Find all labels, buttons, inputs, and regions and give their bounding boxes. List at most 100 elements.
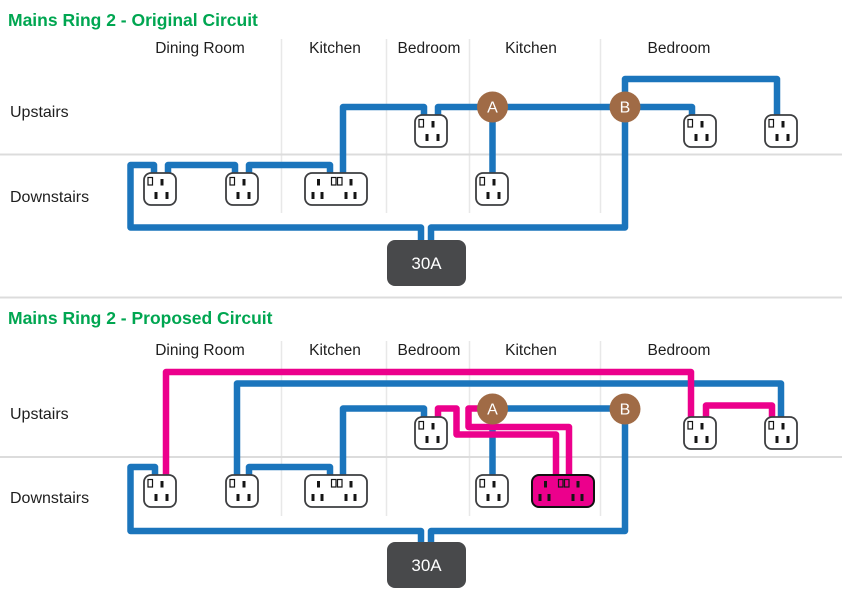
column-header-dining-room: Dining Room (155, 40, 245, 57)
column-header-bedroom: Bedroom (648, 40, 711, 57)
socket-pin (775, 134, 779, 141)
socket-bedroom5-socket-1 (683, 416, 717, 450)
socket-pin (700, 121, 704, 128)
row-label-downstairs: Downstairs (10, 490, 89, 507)
socket-switch (147, 176, 154, 186)
wire-fuse-to-dining-1 (127, 161, 425, 243)
socket-pin (242, 179, 246, 186)
socket-pin (349, 481, 353, 488)
socket-switch (229, 176, 236, 186)
junction-label: A (487, 402, 498, 419)
original-circuit-title: Mains Ring 2 - Original Circuit (8, 10, 258, 30)
socket-dining-socket-2 (225, 474, 259, 508)
wire-kitchen-double-to-bedroom-3 (339, 405, 428, 479)
column-header-kitchen: Kitchen (309, 40, 361, 57)
fuse-box: 30A (387, 240, 466, 286)
junction-a: A (477, 91, 508, 123)
socket-switch (147, 478, 154, 488)
junction-b: B (609, 393, 641, 425)
socket-switch (418, 420, 425, 430)
socket-pin (786, 134, 790, 141)
socket-switch (330, 478, 337, 488)
socket-pin (349, 179, 353, 186)
socket-kitchen-spur-socket (475, 172, 509, 206)
socket-pin (492, 179, 496, 186)
socket-pin (317, 179, 320, 186)
socket-pin (160, 481, 164, 488)
socket-dining-socket-1 (143, 474, 177, 508)
socket-pin (311, 494, 315, 501)
wire-junction-a-to-new-double (465, 405, 573, 479)
socket-pin (694, 436, 698, 443)
socket-switch (479, 478, 486, 488)
socket-switch (336, 478, 343, 488)
wire-junction-b-to-fuse (427, 409, 629, 545)
wire-dining-2-to-kitchen-double (245, 161, 334, 177)
socket-pin (547, 494, 551, 501)
socket-switch (687, 118, 694, 128)
column-header-bedroom: Bedroom (648, 342, 711, 359)
socket-bedroom3-socket (414, 416, 448, 450)
socket-pin (247, 494, 251, 501)
socket-pin (436, 134, 440, 141)
junction-circle (609, 393, 641, 425)
socket-pin (786, 436, 790, 443)
row-label-upstairs: Upstairs (10, 406, 69, 423)
fuse-box-body (387, 542, 466, 588)
wire-dining-1-to-dining-2 (164, 161, 239, 177)
fuse-rating-label: 30A (411, 254, 442, 273)
socket-pin (154, 494, 158, 501)
socket-pin (580, 494, 584, 501)
socket-pin (165, 192, 169, 199)
socket-pin (538, 494, 542, 501)
socket-pin (705, 436, 709, 443)
socket-pin (544, 481, 547, 488)
socket-pin (497, 192, 501, 199)
wire-bedroom5-socket-1-to-socket-2 (702, 402, 776, 421)
socket-pin (160, 179, 164, 186)
wire-junction-b-to-bedroom5-socket-2 (621, 75, 781, 119)
socket-pin (353, 192, 357, 199)
socket-pin (431, 121, 435, 128)
socket-pin (236, 494, 240, 501)
socket-pin (497, 494, 501, 501)
socket-pin (344, 192, 348, 199)
socket-switch (479, 176, 486, 186)
socket-bedroom5-socket-1 (683, 114, 717, 148)
socket-pin (154, 192, 158, 199)
socket-pin (486, 192, 490, 199)
socket-switch (336, 176, 343, 186)
socket-switch (557, 478, 564, 488)
fuse-box-body (387, 240, 466, 286)
socket-pin (344, 494, 348, 501)
socket-switch (768, 118, 775, 128)
junction-label: B (620, 402, 631, 419)
socket-bedroom3-socket (414, 114, 448, 148)
junction-circle (477, 91, 508, 123)
socket-switch (687, 420, 694, 430)
junction-label: B (620, 100, 631, 117)
socket-switch (563, 478, 570, 488)
wire-kitchen-double-to-bedroom-3 (339, 103, 428, 177)
socket-pin (425, 436, 429, 443)
socket-pin (576, 481, 580, 488)
socket-bedroom5-socket-2 (764, 416, 798, 450)
socket-new-kitchen-double-socket (531, 474, 595, 508)
junction-a: A (477, 393, 508, 425)
socket-kitchen-spur-socket (475, 474, 509, 508)
column-header-dining-room: Dining Room (155, 342, 245, 359)
socket-dining-socket-2 (225, 172, 259, 206)
socket-pin (165, 494, 169, 501)
socket-pin (775, 436, 779, 443)
socket-switch (229, 478, 236, 488)
row-label-downstairs: Downstairs (10, 189, 89, 206)
socket-pin (781, 423, 785, 430)
socket-pin (431, 423, 435, 430)
socket-pin (694, 134, 698, 141)
wire-junction-b-to-fuse (427, 107, 629, 243)
column-header-kitchen: Kitchen (309, 342, 361, 359)
